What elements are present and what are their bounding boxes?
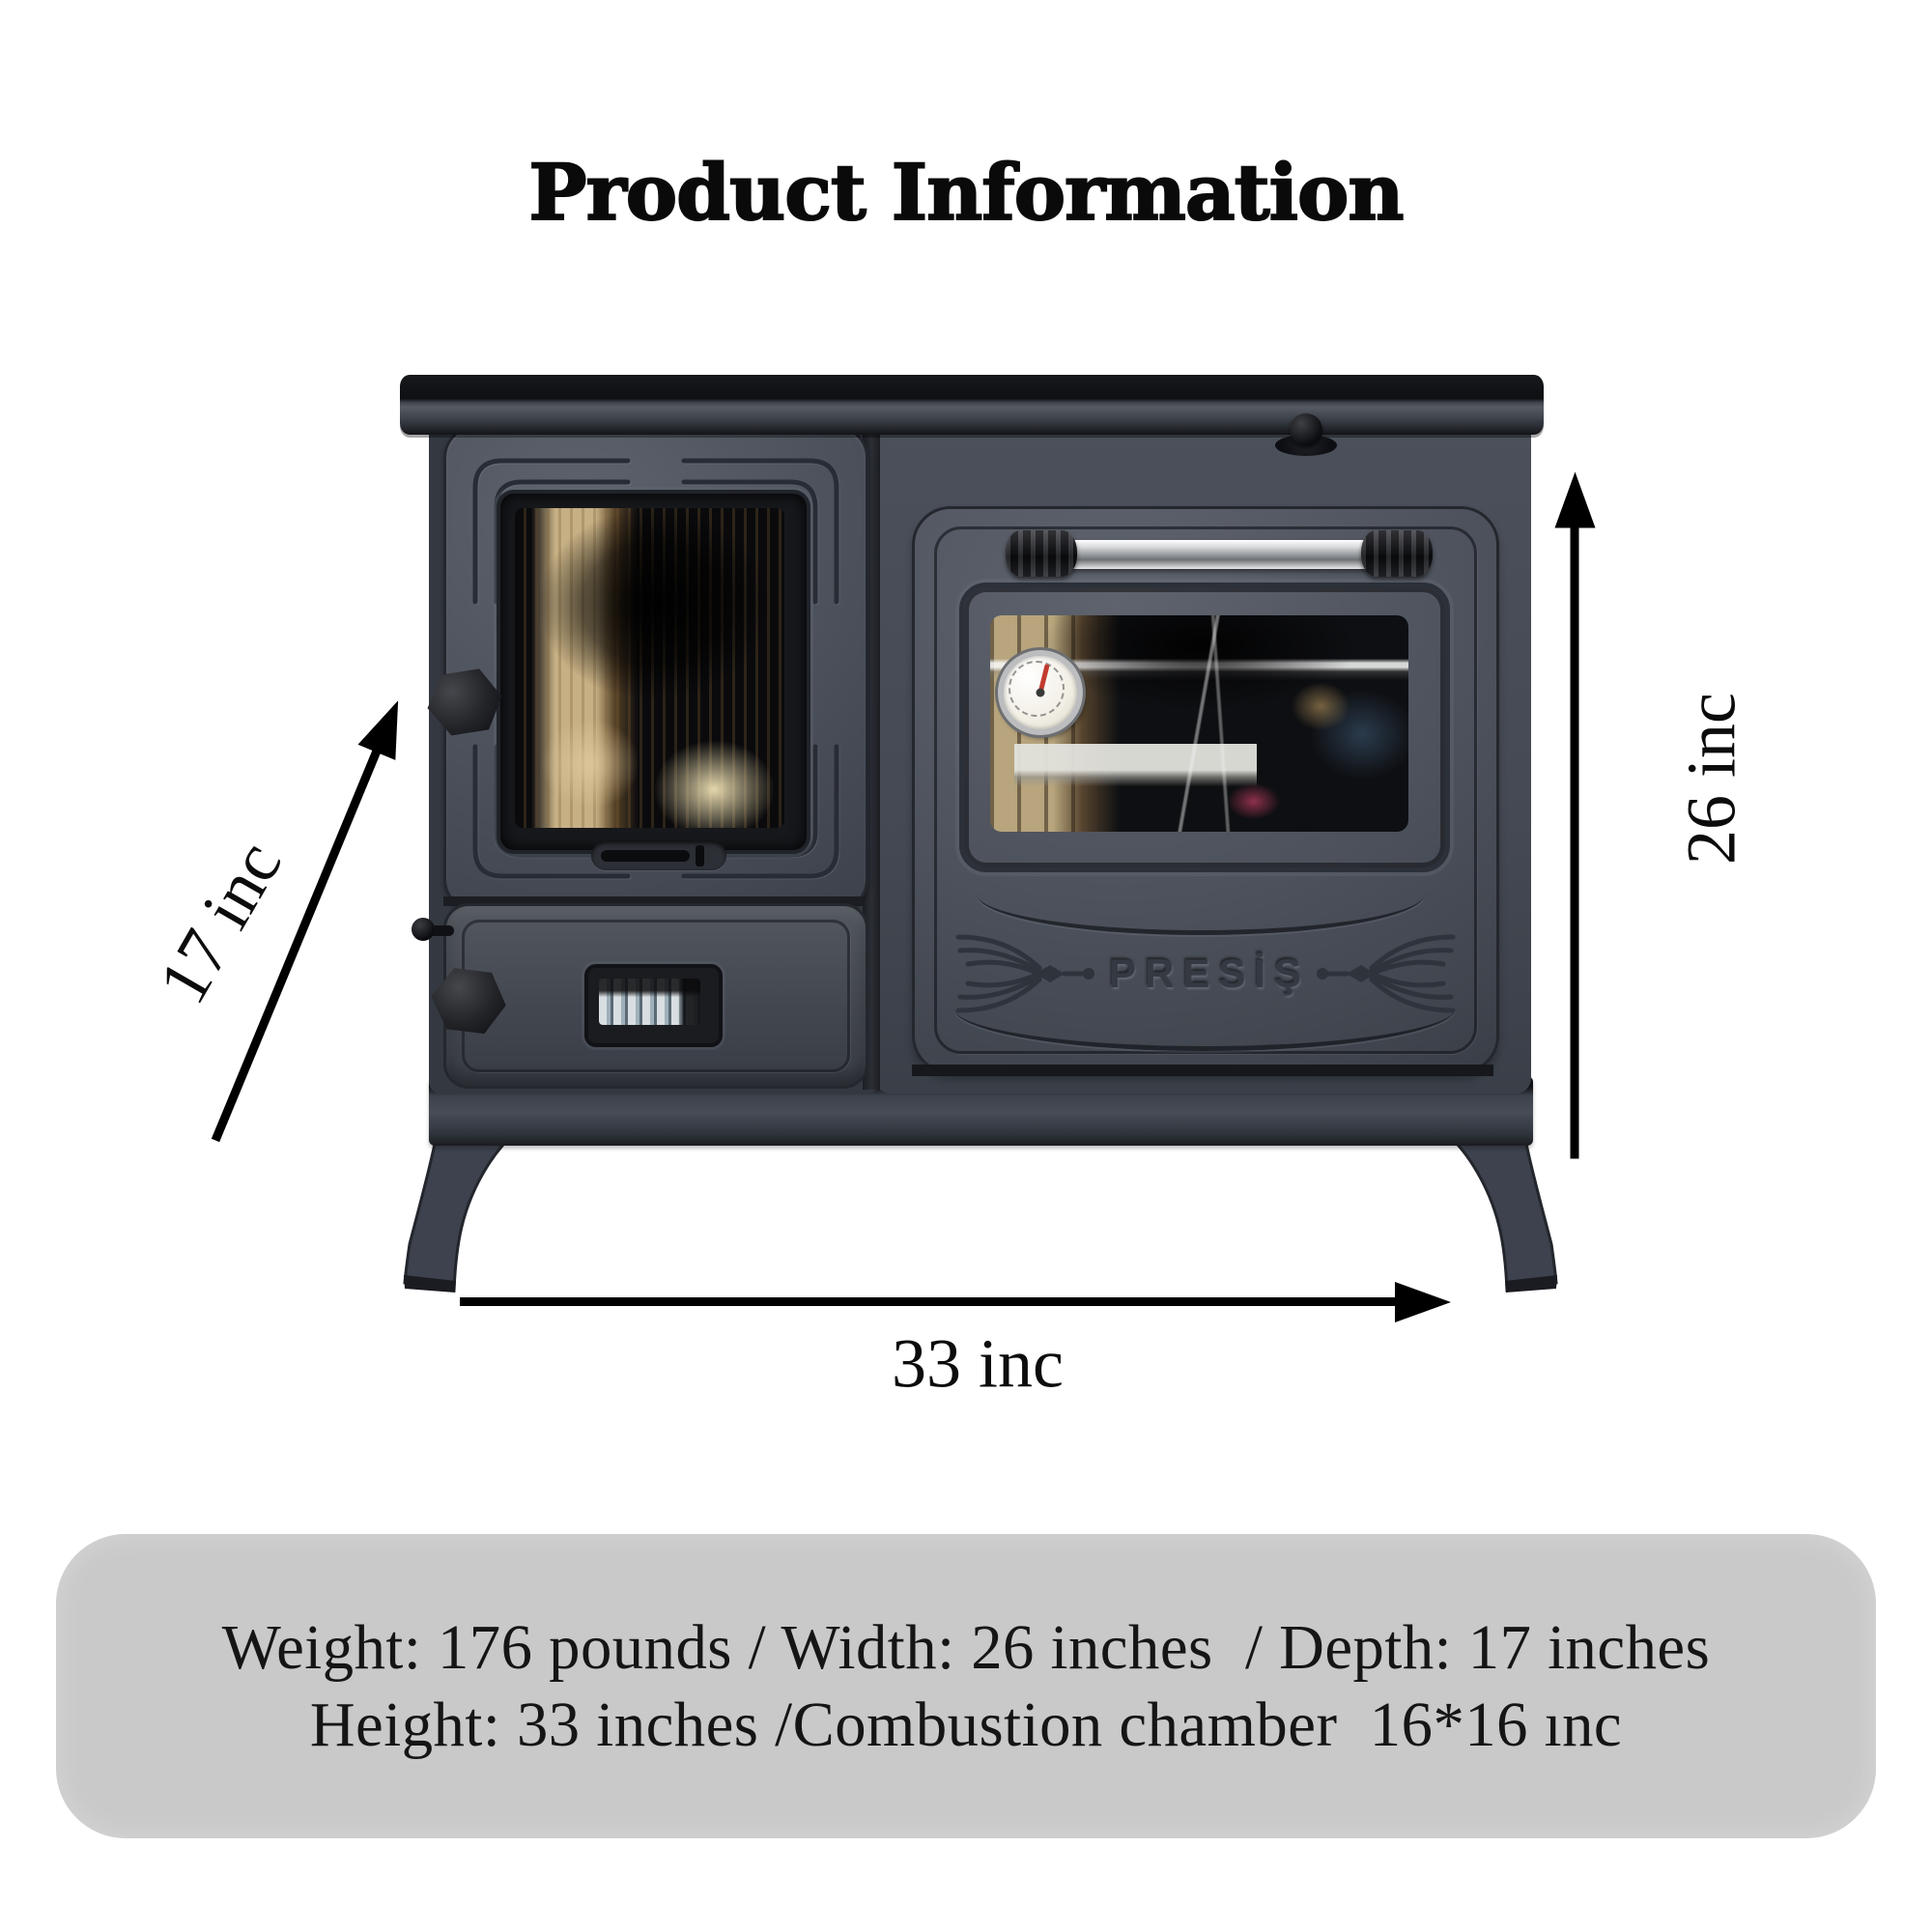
specs-line-1: Weight: 176 pounds / Width: 26 inches / … [221,1612,1711,1684]
firebox-window-frame [497,490,810,854]
firebox-door [443,425,868,912]
ash-vent-window [599,979,700,1025]
firebox-latch [591,841,726,870]
oven-door: PRESİŞ [912,506,1499,1074]
thermometer-hub [1036,688,1045,697]
firebox-latch-slot [601,850,690,862]
oven-handle [1023,540,1415,569]
width-label: 33 inc [892,1324,1064,1403]
brand-row: PRESİŞ [915,934,1496,1013]
oven-handle-cap-right [1361,530,1433,577]
height-label: 26 inc [1672,693,1750,865]
oven-handle-cap-left [1006,530,1077,577]
height-arrow-icon [1570,526,1579,1159]
ash-drawer-pin-knob [412,918,435,941]
ash-drawer-pin [421,925,454,936]
oven-door-outline [934,526,1477,1054]
ash-drawer [412,903,868,1089]
oven-top-knob [1290,413,1322,446]
specs-panel: Weight: 176 pounds / Width: 26 inches / … [56,1534,1876,1838]
oven-emboss-lower [953,1006,1456,1051]
firebox-window [515,508,784,828]
flourish-icon [1317,934,1456,1013]
oven-emboss-upper [977,892,1425,935]
firebox-latch-pin [696,845,704,867]
firebox-seam [443,896,863,906]
specs-line-2: Height: 33 inches /Combustion chamber 16… [309,1689,1623,1760]
flourish-icon [955,934,1094,1013]
oven-seam [912,1065,1493,1076]
oven-window-frame [959,582,1450,872]
thermometer-ticks [1009,661,1065,717]
page-title: Product Information [527,146,1405,239]
stove-photo: PRESİŞ [400,375,1558,1302]
width-arrow-icon [460,1297,1397,1306]
brand-logo: PRESİŞ [1108,951,1311,996]
oven-thermometer [998,650,1083,735]
ash-vent-window-frame [584,964,723,1047]
stove-top-plate [400,375,1544,435]
